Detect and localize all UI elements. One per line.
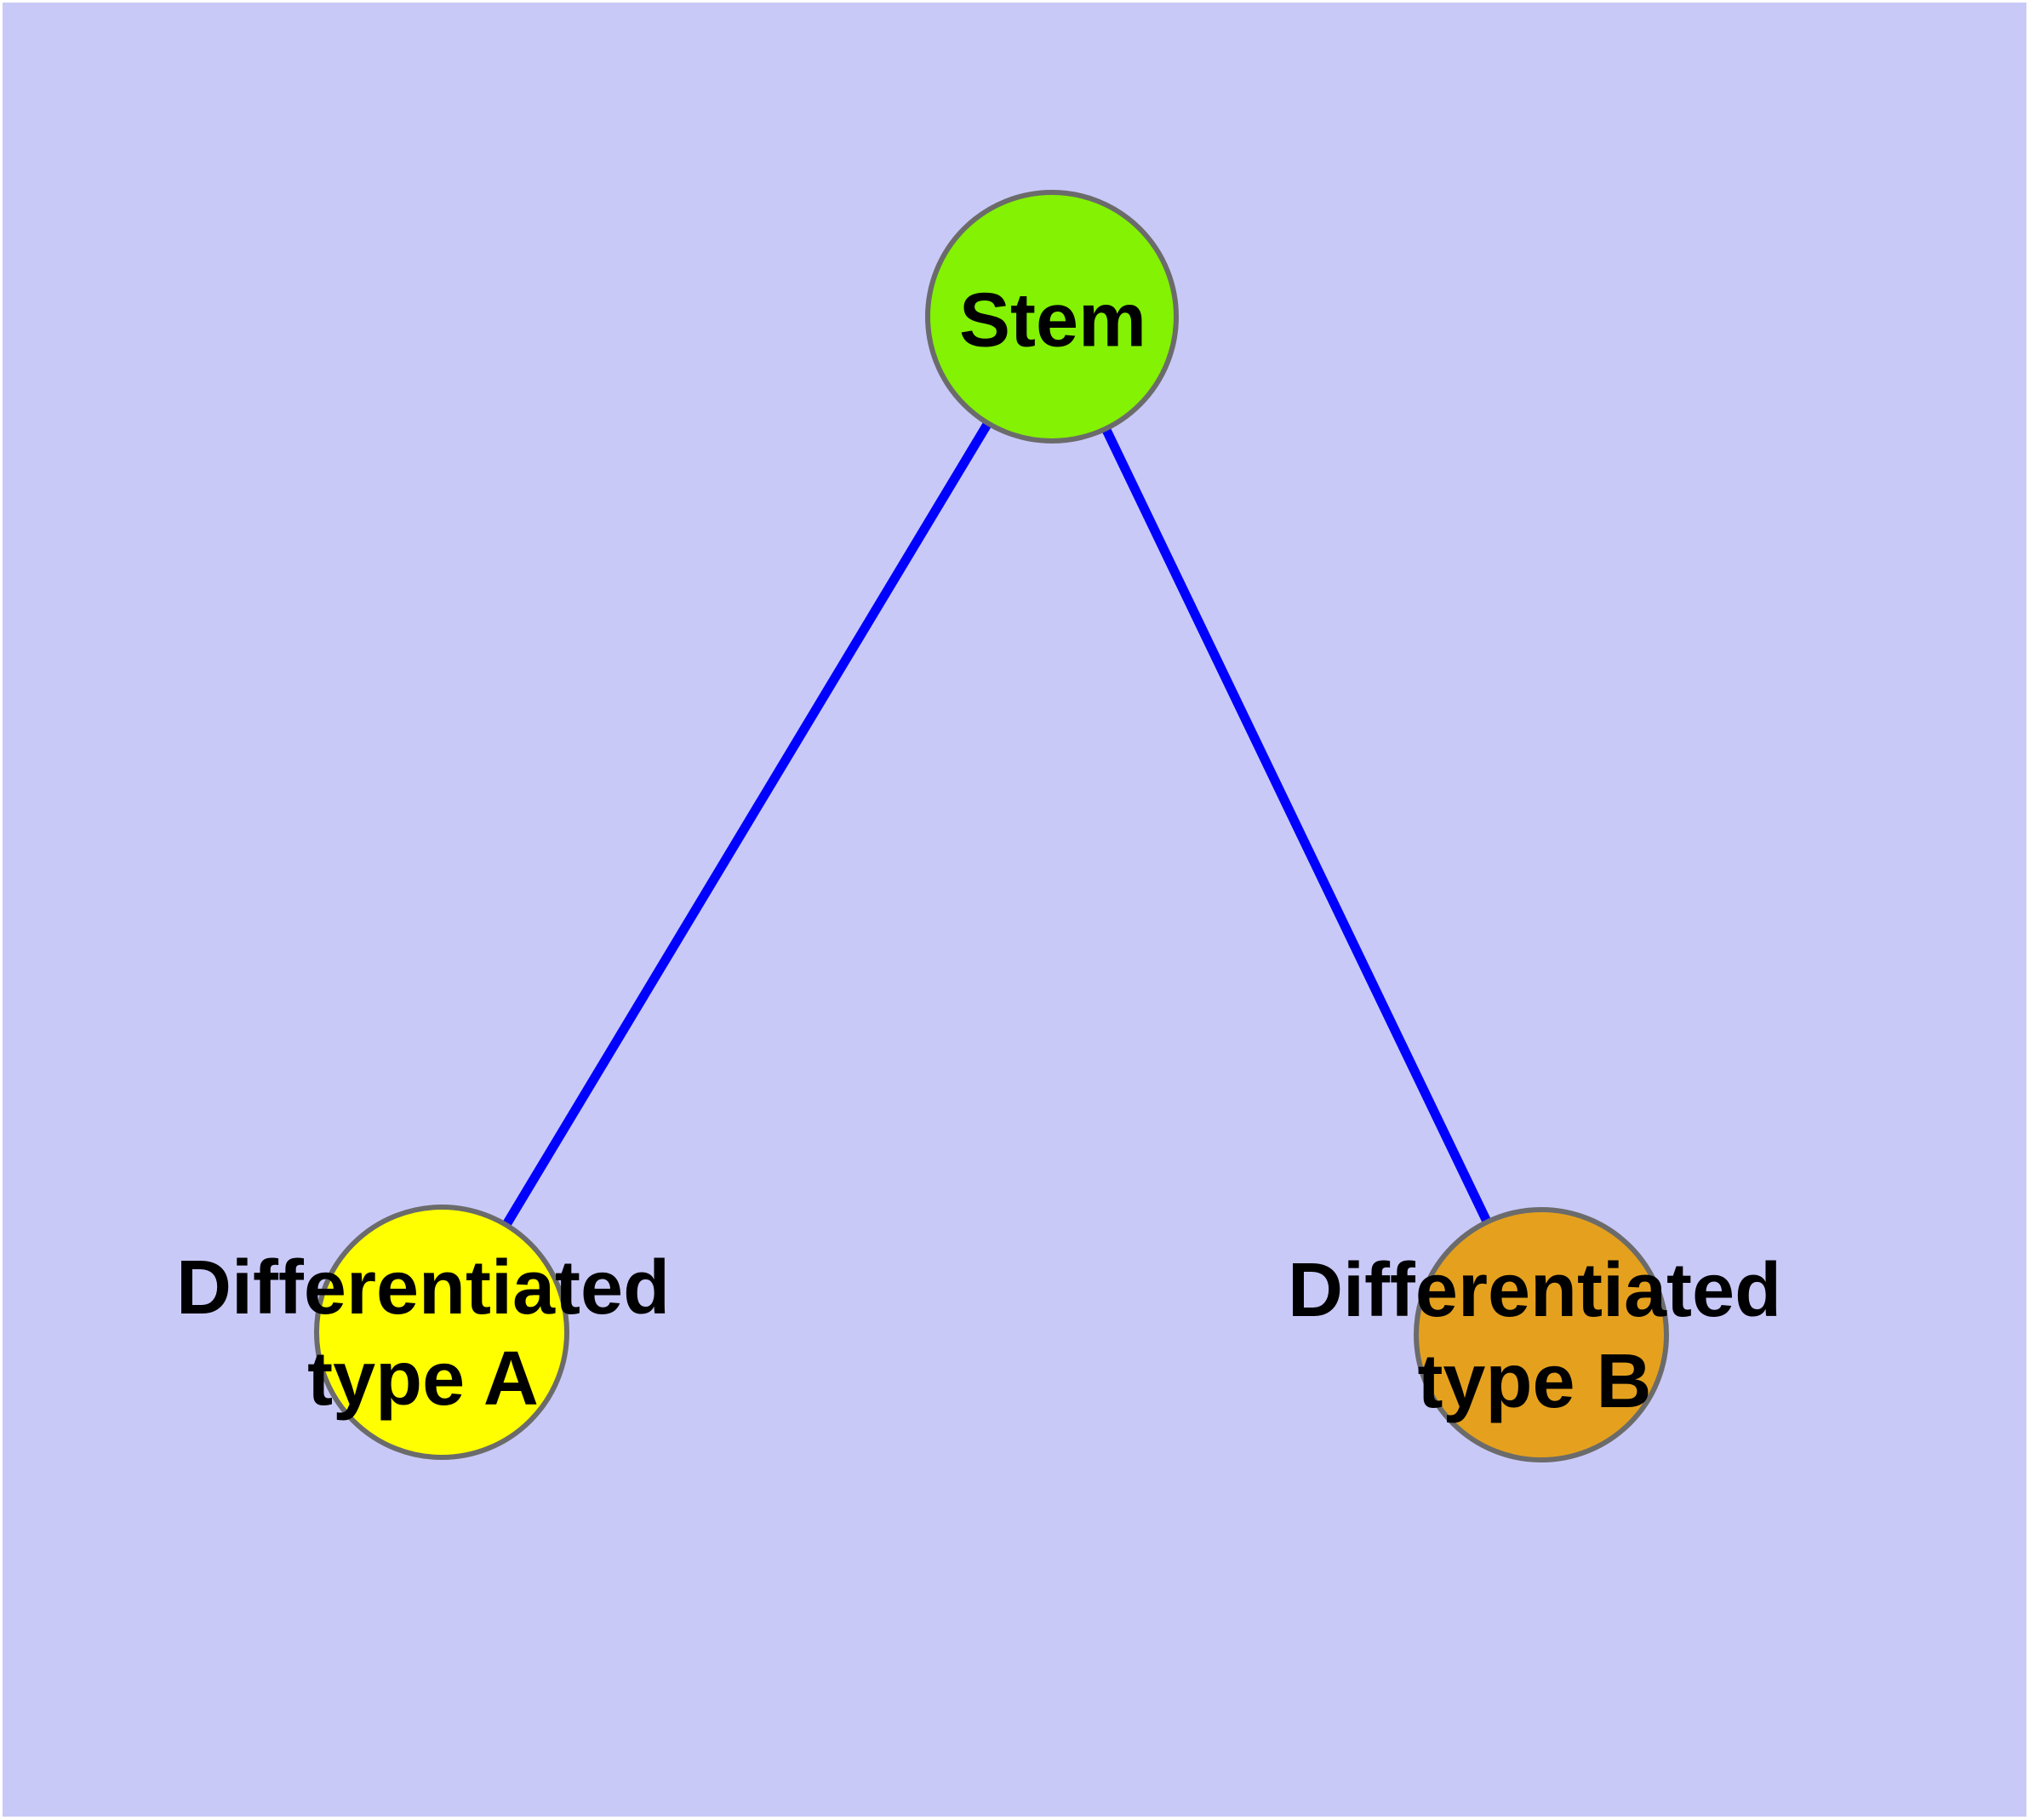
graph-svg [314, 190, 1669, 1462]
edge-stem-to-type-b [1048, 314, 1546, 1337]
node-type-a [314, 1205, 569, 1460]
node-label-type-b: Differentiated type B [1287, 1247, 1782, 1424]
diagram-canvas: Stem Differentiated type A Differentiate… [3, 3, 2026, 1817]
node-label-type-a: Differentiated type A [175, 1245, 671, 1422]
node-type-b [1414, 1207, 1669, 1462]
node-stem [925, 190, 1179, 444]
edge-stem-to-type-a [437, 314, 1056, 1335]
node-label-stem: Stem [958, 278, 1147, 363]
